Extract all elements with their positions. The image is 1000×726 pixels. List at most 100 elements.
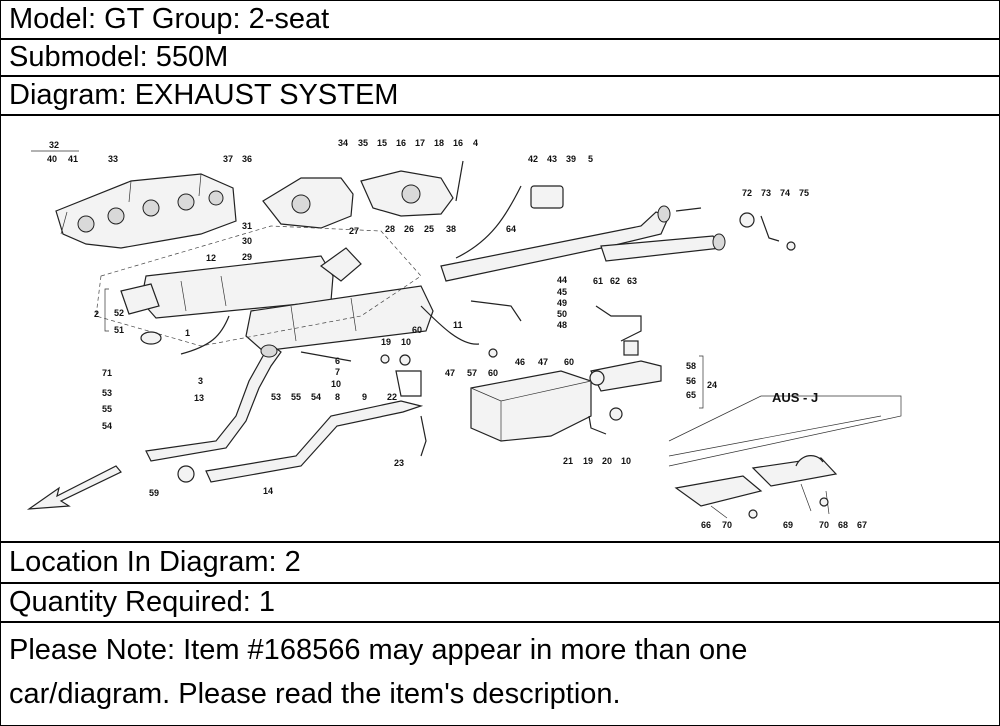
callout-18: 18 — [434, 138, 444, 148]
catalytic-converters — [120, 247, 434, 352]
callout-33: 33 — [108, 154, 118, 164]
callout-13: 13 — [194, 393, 204, 403]
callout-29: 29 — [242, 252, 252, 262]
inset-label: AUS - J — [772, 390, 818, 405]
callout-67: 67 — [857, 520, 867, 530]
callout-34: 34 — [338, 138, 348, 148]
callout-38: 38 — [446, 224, 456, 234]
callout-26: 26 — [404, 224, 414, 234]
callout-62: 62 — [610, 276, 620, 286]
callout-31: 31 — [242, 221, 252, 231]
callout-9: 9 — [362, 392, 367, 402]
right-exhaust-manifold — [262, 160, 464, 229]
front-direction-arrow — [26, 465, 122, 510]
callout-73: 73 — [761, 188, 771, 198]
callout-25: 25 — [424, 224, 434, 234]
callout-60c: 60 — [564, 357, 574, 367]
callout-10c: 10 — [621, 456, 631, 466]
callout-75: 75 — [799, 188, 809, 198]
diagram-title-row: Diagram: EXHAUST SYSTEM — [1, 77, 999, 116]
callout-55a: 55 — [102, 404, 112, 414]
callout-23: 23 — [394, 458, 404, 468]
callout-54b: 54 — [311, 392, 321, 402]
callout-46: 46 — [515, 357, 525, 367]
exhaust-diagram-svg: 32 40 41 33 37 36 34 35 15 16 17 18 16 4… — [26, 138, 902, 530]
callout-15: 15 — [377, 138, 387, 148]
aus-j-inset — [668, 395, 902, 519]
callout-56: 56 — [686, 376, 696, 386]
callout-16b: 16 — [453, 138, 463, 148]
callout-5: 5 — [588, 154, 593, 164]
callout-44: 44 — [557, 275, 567, 285]
callout-65: 65 — [686, 390, 696, 400]
callout-70a: 70 — [722, 520, 732, 530]
oxygen-sensor-bracket — [455, 185, 564, 259]
callout-3: 3 — [198, 376, 203, 386]
callout-10a: 10 — [331, 379, 341, 389]
callout-7: 7 — [335, 367, 340, 377]
callout-60a: 60 — [412, 325, 422, 335]
callout-28: 28 — [385, 224, 395, 234]
callout-36: 36 — [242, 154, 252, 164]
callout-40: 40 — [47, 154, 57, 164]
callout-53b: 53 — [271, 392, 281, 402]
note-line-1: Please Note: Item #168566 may appear in … — [9, 634, 748, 666]
callout-2: 2 — [94, 309, 99, 319]
callout-21: 21 — [563, 456, 573, 466]
callout-68: 68 — [838, 520, 848, 530]
callout-11: 11 — [453, 320, 463, 330]
left-exhaust-manifold — [55, 173, 237, 249]
callout-30: 30 — [242, 236, 252, 246]
callout-27: 27 — [349, 226, 359, 236]
callout-60b: 60 — [488, 368, 498, 378]
tailpipe-hardware — [739, 212, 796, 251]
assembly-outline — [95, 225, 422, 347]
callout-61: 61 — [593, 276, 603, 286]
submodel-row: Submodel: 550M — [1, 40, 999, 77]
front-exhaust-pipes — [145, 344, 424, 483]
callout-1: 1 — [185, 328, 190, 338]
rear-silencer-pipe — [440, 205, 726, 282]
callout-48: 48 — [557, 320, 567, 330]
callout-57: 57 — [467, 368, 477, 378]
callout-41: 41 — [68, 154, 78, 164]
callout-47b: 47 — [538, 357, 548, 367]
callout-22: 22 — [387, 392, 397, 402]
callout-70b: 70 — [819, 520, 829, 530]
callout-43: 43 — [547, 154, 557, 164]
callout-32: 32 — [49, 140, 59, 150]
callout-52: 52 — [114, 308, 124, 318]
callout-19a: 19 — [381, 337, 391, 347]
callout-63: 63 — [627, 276, 637, 286]
callout-74: 74 — [780, 188, 790, 198]
muffler — [470, 360, 662, 442]
callout-50: 50 — [557, 309, 567, 319]
callout-39: 39 — [566, 154, 576, 164]
callout-69: 69 — [783, 520, 793, 530]
oxygen-sensor-left — [140, 315, 352, 362]
callout-4: 4 — [473, 138, 478, 148]
quantity-row: Quantity Required: 1 — [1, 584, 999, 623]
group-bracket-2 — [104, 288, 109, 332]
callout-37: 37 — [223, 154, 233, 164]
model-row: Model: GT Group: 2-seat — [1, 1, 999, 40]
callout-72: 72 — [742, 188, 752, 198]
callout-49: 49 — [557, 298, 567, 308]
callout-42: 42 — [528, 154, 538, 164]
callout-59: 59 — [149, 488, 159, 498]
callout-58: 58 — [686, 361, 696, 371]
callout-16a: 16 — [396, 138, 406, 148]
callout-47a: 47 — [445, 368, 455, 378]
mounting-hardware — [380, 300, 642, 457]
callout-66: 66 — [701, 520, 711, 530]
callout-51: 51 — [114, 325, 124, 335]
callout-19b: 19 — [583, 456, 593, 466]
note-line-2: car/diagram. Please read the item's desc… — [9, 678, 621, 710]
callout-55b: 55 — [291, 392, 301, 402]
callout-64: 64 — [506, 224, 516, 234]
callout-35: 35 — [358, 138, 368, 148]
callout-labels: 32 40 41 33 37 36 34 35 15 16 17 18 16 4… — [47, 138, 867, 530]
callout-17: 17 — [415, 138, 425, 148]
note-block: Please Note: Item #168566 may appear in … — [1, 623, 999, 725]
